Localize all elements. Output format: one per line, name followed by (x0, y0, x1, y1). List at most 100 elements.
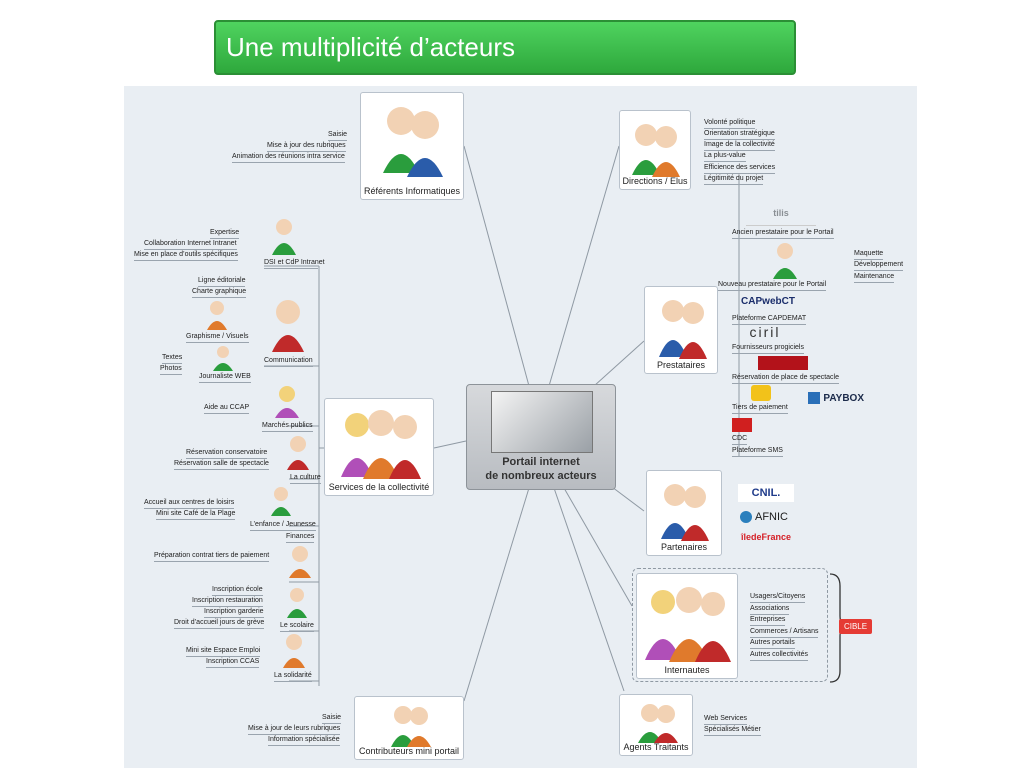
idf-logo: îledeFrance (740, 532, 792, 542)
person-icon (772, 241, 798, 279)
list-item: Expertise (210, 228, 240, 239)
list-item: Inscription garderie (204, 607, 264, 618)
node-services-caption: Services de la collectivité (328, 482, 430, 492)
list-item: Volonté politique (704, 118, 756, 129)
list-item: Textes (162, 353, 183, 364)
person-icon (282, 632, 306, 668)
list-item: Maquette (854, 249, 884, 260)
list-item: CDC (732, 434, 748, 445)
list-item: Photos (160, 364, 182, 375)
list-item: Mini site Espace Emploi (186, 646, 261, 657)
list-item: Inscription restauration (192, 596, 263, 607)
node-internautes: Internautes (636, 573, 738, 679)
list-item: Associations (750, 604, 790, 615)
person-icon (212, 345, 234, 371)
list-item: Inscription CCAS (206, 657, 260, 668)
people-icon (383, 107, 443, 177)
list-item: Efficience des services (704, 163, 776, 174)
node-culture-caption: La culture (290, 473, 321, 484)
node-directions-caption: Directions / Elus (622, 176, 688, 186)
paybox-logo: PAYBOX (806, 390, 864, 408)
list-item: Aide au CCAP (204, 403, 250, 414)
mind-map: Portail internet de nombreux acteurs Réf… (124, 86, 917, 768)
list-item: La plus-value (704, 151, 746, 162)
list-item: Mini site Café de la Plage (156, 509, 236, 520)
list-item: Spécialisés Métier (704, 725, 761, 736)
list-item: Autres collectivités (750, 650, 808, 661)
list-item: Animation des réunions intra service (232, 152, 345, 163)
list-item: Ancien prestataire pour le Portail (732, 228, 834, 239)
node-solidarite-caption: La solidarité (274, 671, 312, 682)
node-marches-caption: Marchés publics (262, 421, 313, 432)
list-item: Saisie (322, 713, 342, 724)
node-communication-caption: Communication (264, 356, 313, 367)
person-icon (274, 384, 300, 418)
list-item: Saisie (328, 130, 348, 141)
list-item: Légitimité du projet (704, 174, 764, 185)
list-item: Tiers de paiement (732, 403, 788, 414)
people-icon (632, 124, 680, 177)
node-services: Services de la collectivité (324, 398, 434, 496)
payment-logo (751, 385, 771, 401)
node-referents-caption: Référents Informatiques (363, 186, 461, 196)
node-prestataires: Prestataires (644, 286, 718, 374)
list-item: Image de la collectivité (704, 140, 775, 151)
person-icon (270, 486, 292, 516)
people-icon (661, 484, 709, 541)
person-icon (288, 544, 312, 578)
list-item: Fournisseurs progiciels (732, 343, 804, 354)
list-item: Droit d’accueil jours de grève (174, 618, 265, 629)
people-icon (659, 300, 707, 359)
node-agents-caption: Agents Traitants (623, 742, 689, 752)
node-agents: Agents Traitants (619, 694, 693, 756)
list-item: Mise à jour de leurs rubriques (248, 724, 341, 735)
paybox-icon (808, 392, 821, 405)
people-icon (341, 410, 421, 479)
people-icon (638, 704, 678, 743)
list-item: Réservation de place de spectacle (732, 373, 840, 384)
tilis-logo: tilis (746, 208, 816, 226)
node-prestataires-caption: Prestataires (656, 360, 706, 370)
list-item: Maintenance (854, 272, 895, 283)
list-item: Collaboration Internet Intranet (144, 239, 237, 250)
list-item: Commerces / Artisans (750, 627, 819, 638)
list-item: Réservation conservatoire (186, 448, 268, 459)
person-icon (286, 434, 310, 470)
center-node: Portail internet de nombreux acteurs (466, 384, 616, 490)
list-item: Inscription école (212, 585, 263, 596)
list-item: Charte graphique (192, 287, 247, 298)
list-item: Autres portails (750, 638, 795, 649)
node-enfance-caption: L’enfance / Jeunesse (250, 520, 316, 531)
list-item: Information spécialisée (268, 735, 340, 746)
afnic-logo: AFNIC (736, 508, 792, 526)
list-item: Entreprises (750, 615, 786, 626)
capwebct-logo: CAPwebCT (741, 296, 795, 307)
afnic-icon (740, 511, 752, 524)
node-scolaire-caption: Le scolaire (280, 621, 314, 632)
person-icon (206, 300, 228, 330)
node-finances-caption: Finances (286, 532, 315, 543)
ciril-logo: ciril (749, 324, 781, 340)
node-contributeurs: Contributeurs mini portail (354, 696, 464, 760)
node-partenaires-caption: Partenaires (660, 542, 708, 552)
list-item: Réservation salle de spectacle (174, 459, 269, 470)
person-icon (286, 586, 308, 618)
cible-badge: CIBLE (839, 619, 872, 634)
node-contributeurs-caption: Contributeurs mini portail (358, 746, 460, 756)
billetterie-logo (758, 356, 808, 370)
list-item: Plateforme SMS (732, 446, 783, 457)
people-icon (391, 706, 431, 747)
list-item: Mise à jour des rubriques (267, 141, 346, 152)
node-directions: Directions / Elus (619, 110, 691, 190)
slide-title: Une multiplicité d’acteurs (214, 20, 796, 75)
list-item: Nouveau prestataire pour le Portail (718, 280, 827, 291)
list-item: Accueil aux centres de loisirs (144, 498, 235, 509)
list-item: Développement (854, 260, 904, 271)
node-referents: Référents Informatiques (360, 92, 464, 200)
list-item: Usagers/Citoyens (750, 592, 806, 603)
list-item: Orientation stratégique (704, 129, 775, 140)
list-item: Préparation contrat tiers de paiement (154, 551, 270, 562)
person-icon (270, 296, 306, 352)
center-line2: de nombreux acteurs (485, 470, 597, 482)
people-icon (645, 587, 731, 662)
